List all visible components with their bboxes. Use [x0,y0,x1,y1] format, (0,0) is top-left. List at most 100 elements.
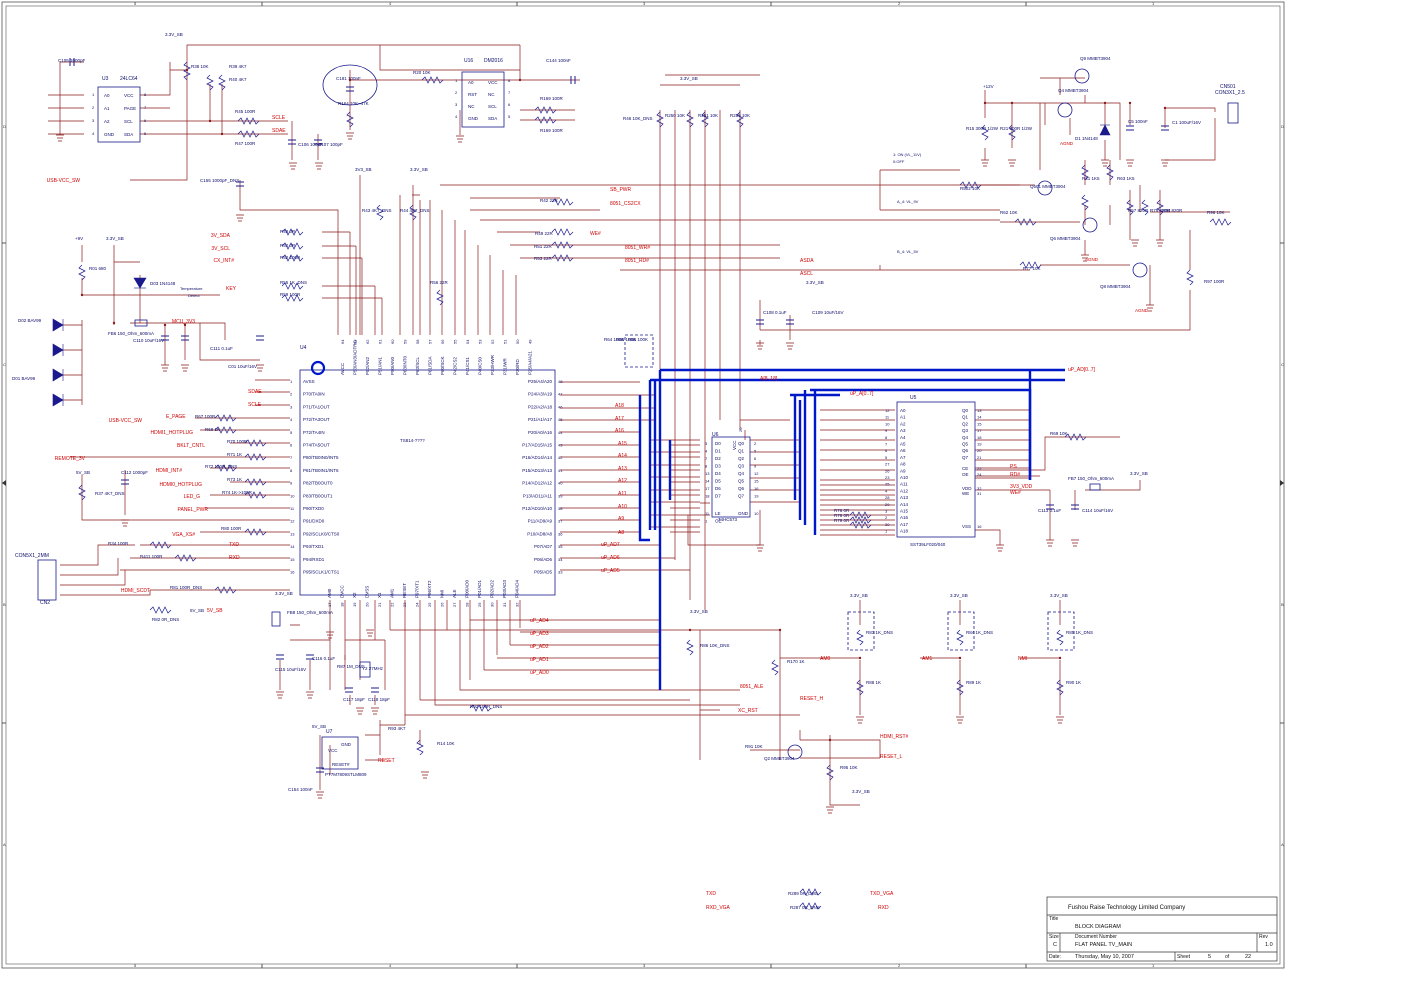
passive-label: Q2 MMBT3904 [764,756,795,761]
border-top-number: 1 [1152,1,1155,6]
pin-name: Q1 [962,415,969,420]
passive-label: R84 1K_DNS [966,630,993,635]
passive-label: R57 820R [1128,208,1149,213]
junction-dot [185,68,189,72]
pin-number: 5 [754,449,757,454]
passive-label: C144 100nF [546,58,571,63]
net-label: SB_PWR [610,187,632,193]
passive-label: R251 10K [698,113,718,118]
pin-name: A4 [900,435,906,440]
pin-number: 14 [977,415,982,420]
pin-name: A3 [900,428,906,433]
u6-body [711,436,751,518]
power-label: 5V_SB [190,608,204,613]
pin-number: 10 [885,421,890,426]
pin-name: P53/AN3/ADTRG [353,339,358,375]
pin-name: P72/TA4IN [303,430,325,435]
pin-name: P93/TXD1 [303,544,324,549]
passive-label: R48 0R [280,229,296,234]
pin-number: 15 [754,479,759,484]
pin-number: 20 [365,602,370,607]
pin-name: P90/TXD0 [303,506,324,511]
pin-name: GND [341,742,352,747]
pin-name: P92/SCLK0/CTS0 [303,531,340,536]
pin-number: 40 [558,481,563,486]
passive-label: R83 1K_DNS [866,630,893,635]
pin-number: 2 [290,392,293,397]
passive-label: R164 10K~47K [338,101,369,106]
pin-number: 26 [440,602,445,607]
pin-name: A15 [900,509,909,514]
pin-name: A1 [900,415,906,420]
junction-dot [1163,106,1167,110]
power-label: 3.3V_SB [680,76,698,81]
pin-number: 48 [558,379,563,384]
border-bottom-number: 3 [643,963,646,968]
pin-number: 61 [378,339,383,344]
net-label: HDMI1_HOTPLUG [150,430,193,436]
pin-number: 9 [290,481,293,486]
pin-name: A2 [104,119,110,124]
passive-label: R21 300R 1/2W [1000,126,1033,131]
pin-name: LE [715,511,721,516]
pin-name: P40/CS0 [478,356,483,375]
pin-name: SDA [488,116,497,121]
junction-dot [983,101,987,105]
power-label: 3.3V_SB [1050,593,1068,598]
passive-label: C118 18pF [368,697,390,702]
pin-name: P60/SCK [440,356,445,375]
pin-number: 21 [977,455,982,460]
junction-dot [1128,101,1132,105]
pin-number: 9 [754,464,757,469]
docnum-label: Document Number [1075,934,1117,940]
pin-name: A1 [104,106,110,111]
pin-name: P02/AD2 [490,579,495,598]
pin-number: 25 [427,602,432,607]
cn501-body [1227,102,1239,124]
pin-number: 11 [885,415,890,420]
pin-number: 4 [885,488,888,493]
passive-label: R46 10K_DNS [623,116,653,121]
pin-number: 27 [452,602,457,607]
passive-label: R91 10K [745,744,763,749]
pin-number: 39 [558,493,563,498]
border-side-letter: D [1281,124,1284,129]
net-label: uP_AD1 [530,657,549,663]
net-label: TXD [706,891,716,897]
passive-label: R51 22R [534,244,553,249]
pin-number: 25 [885,482,890,487]
passive-label: C112 1000pF [121,470,148,475]
passive-label: R250 10K [665,113,685,118]
pin-number: 17 [977,428,982,433]
net-label: 8051_WR# [625,245,650,251]
passive-label: R01 680 [89,266,107,271]
sheet-value: 5 [1208,954,1211,960]
net-label: 3V_SCL [211,246,230,252]
part-name: CON3X1_2.5 [1215,90,1245,96]
pin-name: Q5 [962,442,969,447]
pin-number: 7 [290,455,293,460]
net-label: 5V_SB [207,608,223,614]
u16-body [461,71,505,128]
passive-label: R41 1K5 [1082,176,1100,181]
pin-number: 17 [705,486,710,491]
passive-label: R59 100R [280,292,301,297]
net-label: HDMI0_HOTPLUG [159,482,202,488]
pin-number: 58 [415,339,420,344]
passive-label: C111 0.1uF [210,346,233,351]
pin-name: P51/AN1 [378,356,383,375]
pin-name: RESET [402,583,407,598]
border-side-letter: B [1281,602,1284,607]
passive-label: R34 100R [108,541,129,546]
pin-number: 62 [365,339,370,344]
border-side-letter: D [3,124,6,129]
pin-number: 51 [503,339,508,344]
passive-label: R170 1K [787,659,805,664]
net-label: SCLE [272,115,286,121]
net-label: XC_RST [738,708,758,714]
pin-name: P07/AD7 [534,544,553,549]
pin-name: OE [962,472,969,477]
pin-name: P91/DXD0 [303,519,325,524]
net-label: REMOTE_3V [55,456,86,462]
net-label: HDMI_SCDT [121,588,150,594]
